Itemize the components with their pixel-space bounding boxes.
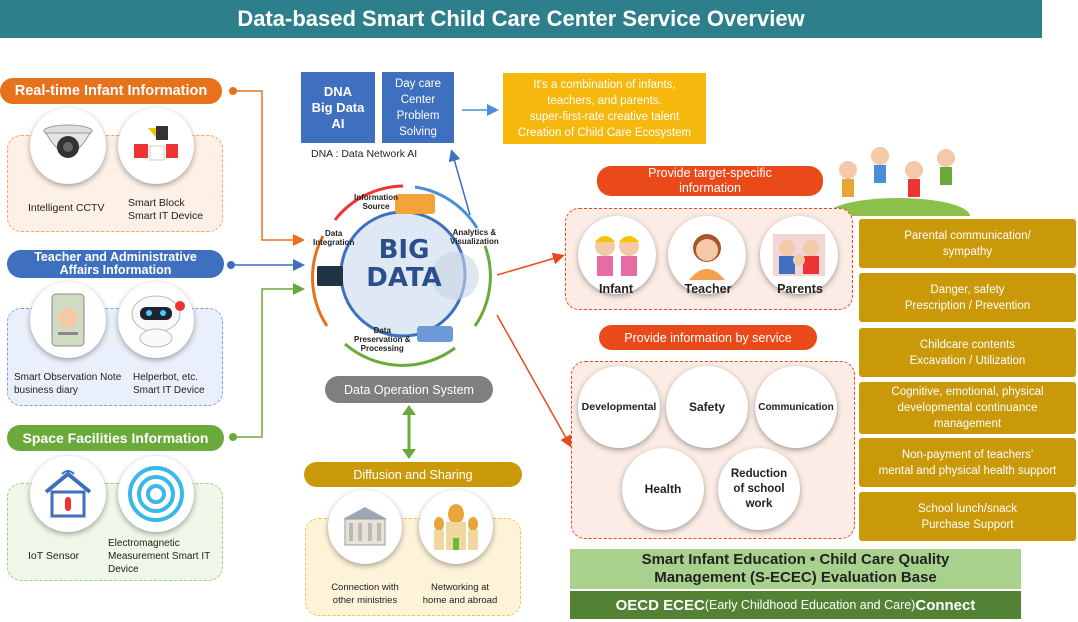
helperbot-icon xyxy=(118,282,194,358)
service-developmental: Developmental xyxy=(578,366,660,448)
observation-note-icon xyxy=(30,282,106,358)
oecd-bar: OECD ECEC(Early Childhood Education and … xyxy=(570,591,1021,619)
cctv-icon xyxy=(30,108,106,184)
ministry-building-icon xyxy=(328,490,402,564)
target-parents: Parents xyxy=(777,282,823,296)
page-title: Data-based Smart Child Care Center Servi… xyxy=(0,0,1042,38)
service-safety: Safety xyxy=(666,366,748,448)
space-item-2: Electromagnetic Measurement Smart IT Dev… xyxy=(108,538,211,575)
benefit-2: Danger, safety Prescription / Prevention xyxy=(859,273,1076,322)
diffusion-item-2: Networking at home and abroad xyxy=(422,582,498,606)
service-reduction: Reduction of school work xyxy=(718,448,800,530)
smart-block-icon xyxy=(118,108,194,184)
iot-sensor-icon xyxy=(30,456,106,532)
benefit-3: Childcare contents Excavation / Utilizat… xyxy=(859,328,1076,377)
realtime-infant-label: Real-time Infant Information xyxy=(0,78,222,104)
dna-bigdata-ai-box: DNA Big Data AI xyxy=(301,72,375,143)
benefit-5: Non-payment of teachers' mental and phys… xyxy=(859,438,1076,487)
segment-preservation: Data Preservation & Processing xyxy=(354,326,411,353)
target-teacher: Teacher xyxy=(684,282,732,296)
target-specific-label: Provide target-specific information xyxy=(597,166,823,196)
problem-solving-box: Day care Center Problem Solving xyxy=(382,72,454,143)
service-communication: Communication xyxy=(755,366,837,448)
networking-building-icon xyxy=(419,490,493,564)
parents-icon xyxy=(760,216,838,294)
segment-analytics: Analytics & Visualization xyxy=(450,228,499,246)
teacher-item-2: Helperbot, etc. Smart IT Device xyxy=(133,372,205,396)
realtime-item-1: Intelligent CCTV xyxy=(28,202,105,214)
teacher-icon xyxy=(668,216,746,294)
data-operation-system: Data Operation System xyxy=(325,376,493,403)
oecd-prefix: OECD ECEC xyxy=(615,596,705,614)
infant-icon xyxy=(578,216,656,294)
teacher-admin-label: Teacher and Administrative Affairs Infor… xyxy=(7,250,224,278)
space-facilities-label: Space Facilities Information xyxy=(7,425,224,451)
service-label: Provide information by service xyxy=(599,325,817,350)
diffusion-item-1: Connection with other ministries xyxy=(331,582,399,606)
segment-information-source: Information Source xyxy=(354,193,398,211)
benefit-4: Cognitive, emotional, physical developme… xyxy=(859,382,1076,434)
teacher-item-1: Smart Observation Note business diary xyxy=(14,372,122,396)
service-health: Health xyxy=(622,448,704,530)
electromagnetic-device-icon xyxy=(118,456,194,532)
diffusion-sharing-label: Diffusion and Sharing xyxy=(304,462,522,487)
dna-note: DNA : Data Network AI xyxy=(311,148,418,160)
big-data-center: BIG DATA xyxy=(366,235,442,293)
oecd-mid: (Early Childhood Education and Care) xyxy=(704,598,916,612)
benefit-1: Parental communication/ sympathy xyxy=(859,219,1076,268)
realtime-item-2: Smart Block Smart IT Device xyxy=(128,197,204,222)
target-infant: Infant xyxy=(598,282,634,296)
benefit-6: School lunch/snack Purchase Support xyxy=(859,492,1076,541)
big-data-hub xyxy=(311,184,492,367)
ecosystem-box: It's a combination of infants, teachers,… xyxy=(503,73,706,144)
s-ecec-bar: Smart Infant Education • Child Care Qual… xyxy=(570,549,1021,589)
oecd-suffix: Connect xyxy=(915,596,976,614)
space-item-1: IoT Sensor xyxy=(28,550,80,562)
children-illustration xyxy=(826,147,970,216)
segment-integration: Data Integration xyxy=(313,229,355,247)
